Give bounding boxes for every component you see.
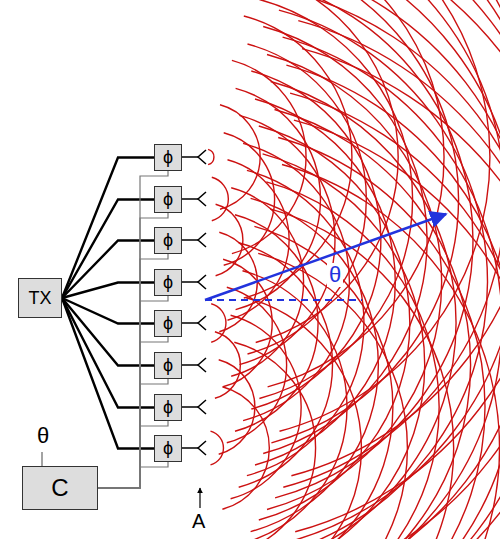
node-text: ϕ (163, 438, 173, 459)
phase-shifter-box: ϕ (154, 352, 182, 379)
wavefront-arc (251, 198, 379, 531)
node-text: ϕ (163, 272, 173, 293)
wavefront-arc (235, 215, 318, 431)
wavefront-arc (286, 65, 500, 539)
phase-shifter-box: ϕ (154, 227, 182, 254)
wavefront-arc (254, 226, 392, 539)
wavefront-arc (222, 387, 269, 510)
wavefront-arc (219, 360, 255, 455)
wavefront-arc (212, 177, 229, 220)
wavefront-arc (267, 55, 442, 510)
wavefront-arc (282, 165, 500, 539)
wavefront-arc (263, 27, 427, 454)
node-text: ϕ (163, 147, 173, 168)
controller-box: C (22, 466, 98, 510)
wavefront-arc (270, 209, 454, 539)
node-text: C (51, 474, 68, 502)
node-text: ϕ (163, 230, 173, 251)
angle-input-label: θ (35, 424, 51, 448)
node-text: ϕ (163, 189, 173, 210)
phase-shifter-box: ϕ (154, 186, 182, 213)
wavefront-arc (239, 243, 333, 487)
antenna-elements (182, 150, 206, 455)
wavefront-arc (275, 110, 471, 539)
node-text: TX (28, 288, 51, 309)
phase-shifter-box: ϕ (154, 144, 182, 171)
wavefront-arc (243, 271, 348, 539)
beam-direction-arrow (205, 214, 446, 300)
node-text: ϕ (163, 397, 173, 418)
wavefront-arc (231, 315, 302, 499)
wavefront-arc (211, 304, 226, 343)
boresight-line (205, 299, 362, 301)
wavefront-arc (302, 49, 500, 539)
wavefront-arc (208, 149, 214, 164)
wavefront-arc (268, 0, 444, 387)
wavefront-arc (258, 253, 407, 539)
wavefront-arc (211, 431, 224, 465)
node-text: ϕ (163, 355, 173, 376)
phase-shifter-box: ϕ (154, 310, 182, 337)
transmitter-box: TX (18, 278, 62, 318)
wavefront-arc (298, 21, 500, 539)
steering-angle-label: θ (327, 263, 343, 287)
wavefront-arc (259, 126, 410, 520)
phase-shifter-box: ϕ (154, 435, 182, 462)
wavefront-arc (266, 182, 439, 539)
control-input-line (41, 452, 42, 466)
wavefront-arc (271, 82, 456, 539)
wavefront-arc (294, 120, 500, 539)
pointer-arrow (199, 488, 200, 508)
signal-line (98, 462, 168, 488)
wavefront-arc (295, 0, 500, 539)
phase-shifter-box: ϕ (154, 394, 182, 421)
phase-shifter-box: ϕ (154, 269, 182, 296)
array-label: A (190, 510, 207, 532)
node-text: ϕ (163, 313, 173, 334)
wavefront-arc (234, 342, 315, 539)
wavefront-arc (247, 170, 364, 475)
wavefront-arc (246, 298, 361, 539)
wavefront-arc (263, 154, 425, 539)
